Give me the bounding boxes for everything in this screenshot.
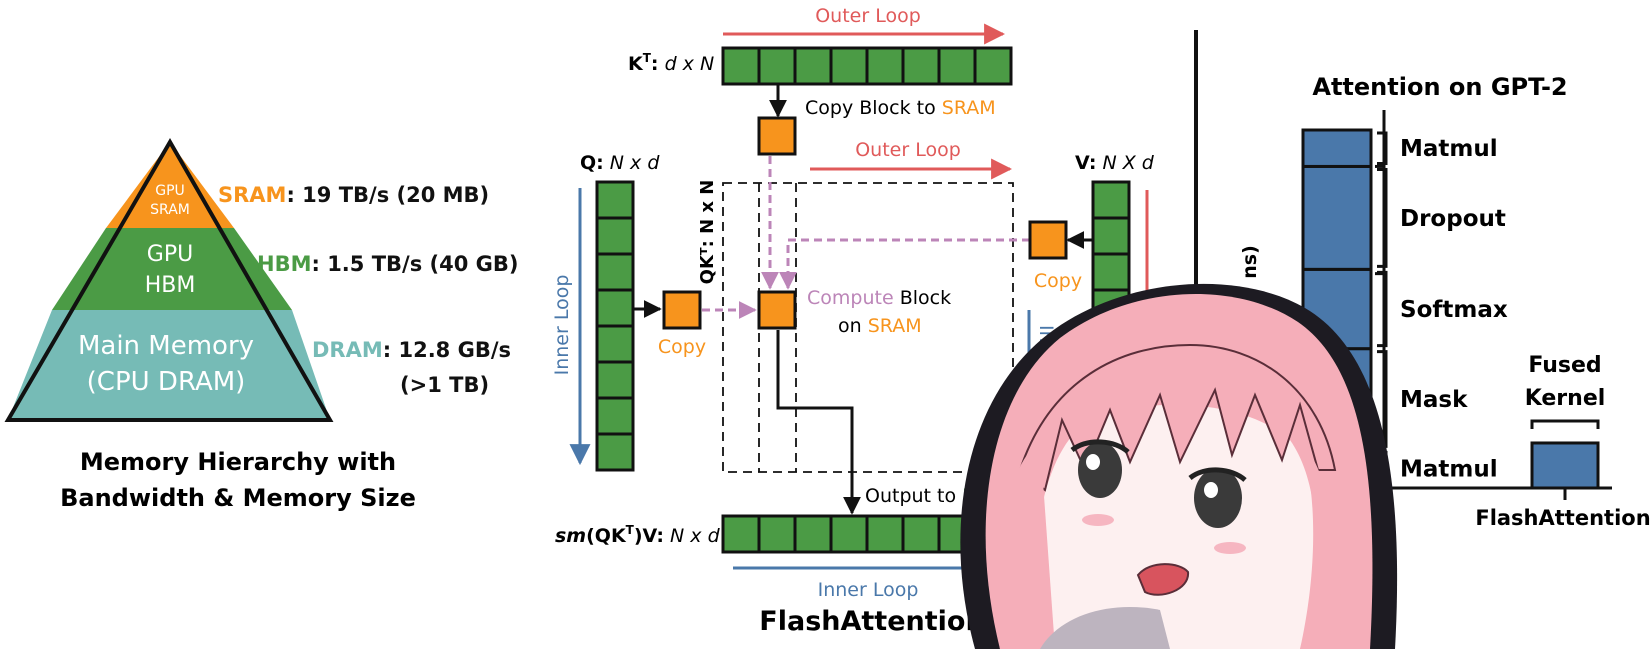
q-matrix-cell (595, 180, 635, 220)
kt-label: KT: d x N (628, 51, 714, 75)
hierarchy-caption-line2: Bandwidth & Memory Size (60, 484, 416, 512)
inner-loop-left-label: Inner Loop (551, 275, 573, 376)
qkt-dashed-region (722, 182, 1014, 473)
q-matrix-cell (595, 396, 635, 436)
stacked-bar-segment (1301, 128, 1373, 168)
flash-tick-label: FlashAttention (1475, 506, 1650, 530)
q-label: Q: N x d (580, 152, 660, 174)
sram-tier-line2: SRAM (150, 202, 190, 218)
hair-side-right (1300, 440, 1341, 649)
fused-kernel-line1: Fused (1528, 353, 1601, 378)
output-matrix-cell (901, 514, 941, 554)
v-to-compute-flow (779, 238, 1030, 290)
dram-tier-line1: Main Memory (78, 331, 254, 361)
left-eye (1078, 442, 1122, 498)
output-matrix-label: sm(QKT)V: N x d (555, 523, 721, 547)
v-sram-block (1028, 220, 1068, 260)
right-eye (1194, 468, 1242, 528)
compute-sram-block (757, 290, 797, 330)
output-matrix-cell (829, 514, 869, 554)
copy-left-label: Copy (658, 336, 706, 358)
segment-label: Mask (1400, 387, 1468, 413)
kt-matrix-cell (829, 46, 869, 86)
pyramid-outline (4, 138, 334, 422)
segment-label: Matmul (1400, 136, 1498, 162)
dram-tier-line2: (CPU DRAM) (87, 367, 246, 397)
q-matrix-cell (595, 432, 635, 472)
kt-sram-block (757, 116, 797, 156)
sram-bandwidth-label: SRAM: 19 TB/s (20 MB) (218, 183, 489, 207)
copy-right-label: Copy (1034, 270, 1082, 292)
q-matrix-cell (595, 216, 635, 256)
hbm-tier-line1: GPU (147, 242, 193, 267)
copy-block-label: Copy Block to SRAM (805, 97, 996, 119)
kt-matrix-cell (793, 46, 833, 86)
flashattention-title: FlashAttention (759, 606, 984, 637)
qkt-label: QKᵀ: N x N (697, 180, 718, 285)
q-matrix (595, 180, 635, 472)
v-matrix-cell (1091, 216, 1131, 256)
kt-matrix-cell (937, 46, 977, 86)
kt-matrix-cell (865, 46, 905, 86)
kt-matrix-cell (901, 46, 941, 86)
anime-girl-sticker (960, 283, 1398, 649)
flashattention-bar (1530, 441, 1600, 490)
output-matrix-cell (865, 514, 905, 554)
segment-bracket (1377, 131, 1388, 165)
segment-bracket (1377, 167, 1388, 268)
q-matrix-cell (595, 360, 635, 400)
q-matrix-cell (595, 252, 635, 292)
pyramid-tier-cpu-dram (8, 310, 330, 420)
q-sram-block (662, 290, 702, 330)
outer-loop-top-label: Outer Loop (815, 5, 921, 27)
hbm-bandwidth-label: HBM: 1.5 TB/s (40 GB) (257, 252, 519, 276)
stacked-bar-segment (1301, 164, 1373, 271)
q-matrix-cell (595, 324, 635, 364)
output-path-arrow (776, 330, 861, 515)
compute-block-label-line1: Compute Block (807, 287, 951, 309)
hair-bangs (1018, 343, 1337, 492)
chart-ylabel-fragment: ns) (1239, 245, 1261, 279)
pyramid-tier-gpu-sram (106, 142, 234, 228)
right-blush (1214, 542, 1246, 554)
dram-size-label: (>1 TB) (400, 373, 489, 397)
segment-bracket (1377, 270, 1388, 348)
kt-matrix (721, 46, 1013, 86)
inner-loop-bottom-label: Inner Loop (818, 579, 919, 601)
kt-matrix-cell (721, 46, 761, 86)
mouth (1136, 563, 1190, 596)
left-blush (1082, 514, 1114, 526)
segment-label: Dropout (1400, 206, 1506, 232)
q-matrix-cell (595, 288, 635, 328)
hbm-tier-line2: HBM (145, 273, 196, 298)
segment-label: Softmax (1400, 297, 1508, 323)
dram-bandwidth-label: DRAM: 12.8 GB/s (312, 338, 511, 362)
fused-kernel-bracket (1530, 419, 1600, 429)
fused-kernel-line2: Kernel (1525, 386, 1606, 411)
memory-hierarchy: GPU SRAM GPU HBM Main Memory (CPU DRAM) … (4, 138, 519, 512)
hair-side-left (994, 440, 1055, 649)
chart-title: Attention on GPT-2 (1312, 73, 1567, 101)
kt-matrix-cell (973, 46, 1013, 86)
sram-tier-line1: GPU (155, 183, 185, 199)
outer-loop-mid-label: Outer Loop (855, 139, 961, 161)
hierarchy-caption-line1: Memory Hierarchy with (80, 448, 396, 476)
v-matrix-cell (1091, 252, 1131, 292)
right-eyelid (1188, 467, 1247, 482)
right-eye-highlight (1204, 482, 1218, 498)
segment-label: Matmul (1400, 457, 1498, 483)
left-eye-highlight (1086, 454, 1100, 470)
compute-block-label-line2: on SRAM (838, 315, 922, 337)
output-matrix-cell (721, 514, 761, 554)
output-matrix-cell (757, 514, 797, 554)
left-eyelid (1070, 439, 1130, 454)
kt-matrix-cell (757, 46, 797, 86)
output-matrix-cell (793, 514, 833, 554)
v-matrix-cell (1091, 180, 1131, 220)
v-label: V: N X d (1075, 152, 1155, 174)
shoulder (1040, 606, 1170, 649)
